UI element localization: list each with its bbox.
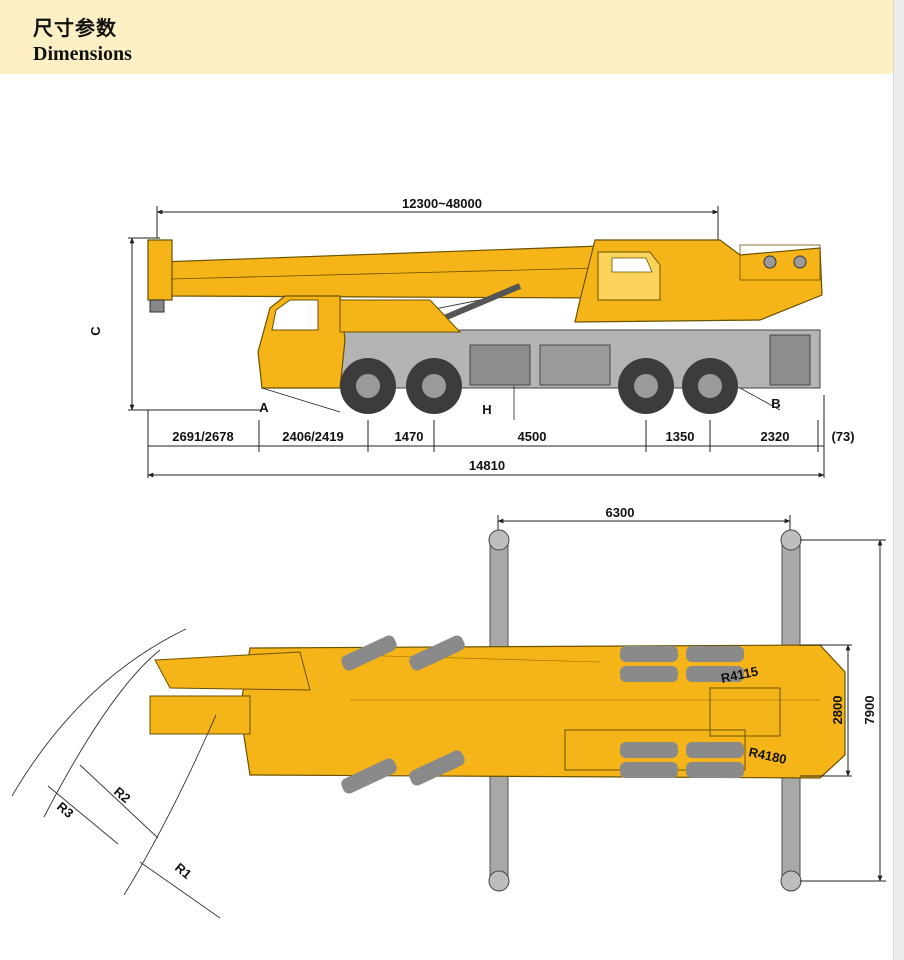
radius-r2-label: R2 xyxy=(111,784,133,806)
segment-axle-2-3: 4500 xyxy=(518,429,547,444)
section-title-chinese: 尺寸参数 xyxy=(33,16,117,40)
section-title-english: Dimensions xyxy=(33,43,132,65)
vertical-scrollbar[interactable] xyxy=(893,0,904,960)
boom-length-dimension xyxy=(156,206,719,246)
top-view: 6300 xyxy=(11,505,886,919)
point-h-label: H xyxy=(482,402,491,417)
radius-r1-label: R1 xyxy=(172,860,194,882)
point-b-label: B xyxy=(771,396,780,411)
side-view: 12300~48000 C xyxy=(88,196,855,478)
carrier-top xyxy=(149,644,846,779)
segment-rear-overhang: 2320 xyxy=(761,429,790,444)
turning-radius-arcs xyxy=(11,628,217,896)
segment-front-overhang: 2691/2678 xyxy=(172,429,233,444)
carrier-chassis xyxy=(257,295,821,389)
boom-length-label: 12300~48000 xyxy=(402,196,482,211)
segment-axle-1-2: 1470 xyxy=(395,429,424,444)
segment-axle-3-4: 1350 xyxy=(666,429,695,444)
radius-r3-label: R3 xyxy=(54,799,76,821)
height-label: C xyxy=(88,326,103,336)
total-length-label: 14810 xyxy=(469,458,505,473)
outrigger-longitudinal-label: 6300 xyxy=(606,505,635,520)
carrier-wheels xyxy=(340,358,738,414)
scrollbar-track xyxy=(893,0,894,960)
outrigger-span-label: 7900 xyxy=(862,696,877,725)
section-header: 尺寸参数 Dimensions xyxy=(0,0,893,74)
segment-rear-extra: (73) xyxy=(831,429,854,444)
height-dimension xyxy=(128,237,260,411)
superstructure xyxy=(574,239,823,323)
radius-leaders xyxy=(47,764,221,919)
point-a-label: A xyxy=(259,400,269,415)
chassis-width-label: 2800 xyxy=(830,696,845,725)
wheelbase-dimensions xyxy=(147,395,825,478)
segment-front-axle: 2406/2419 xyxy=(282,429,343,444)
carrier-tires-top xyxy=(341,635,744,794)
